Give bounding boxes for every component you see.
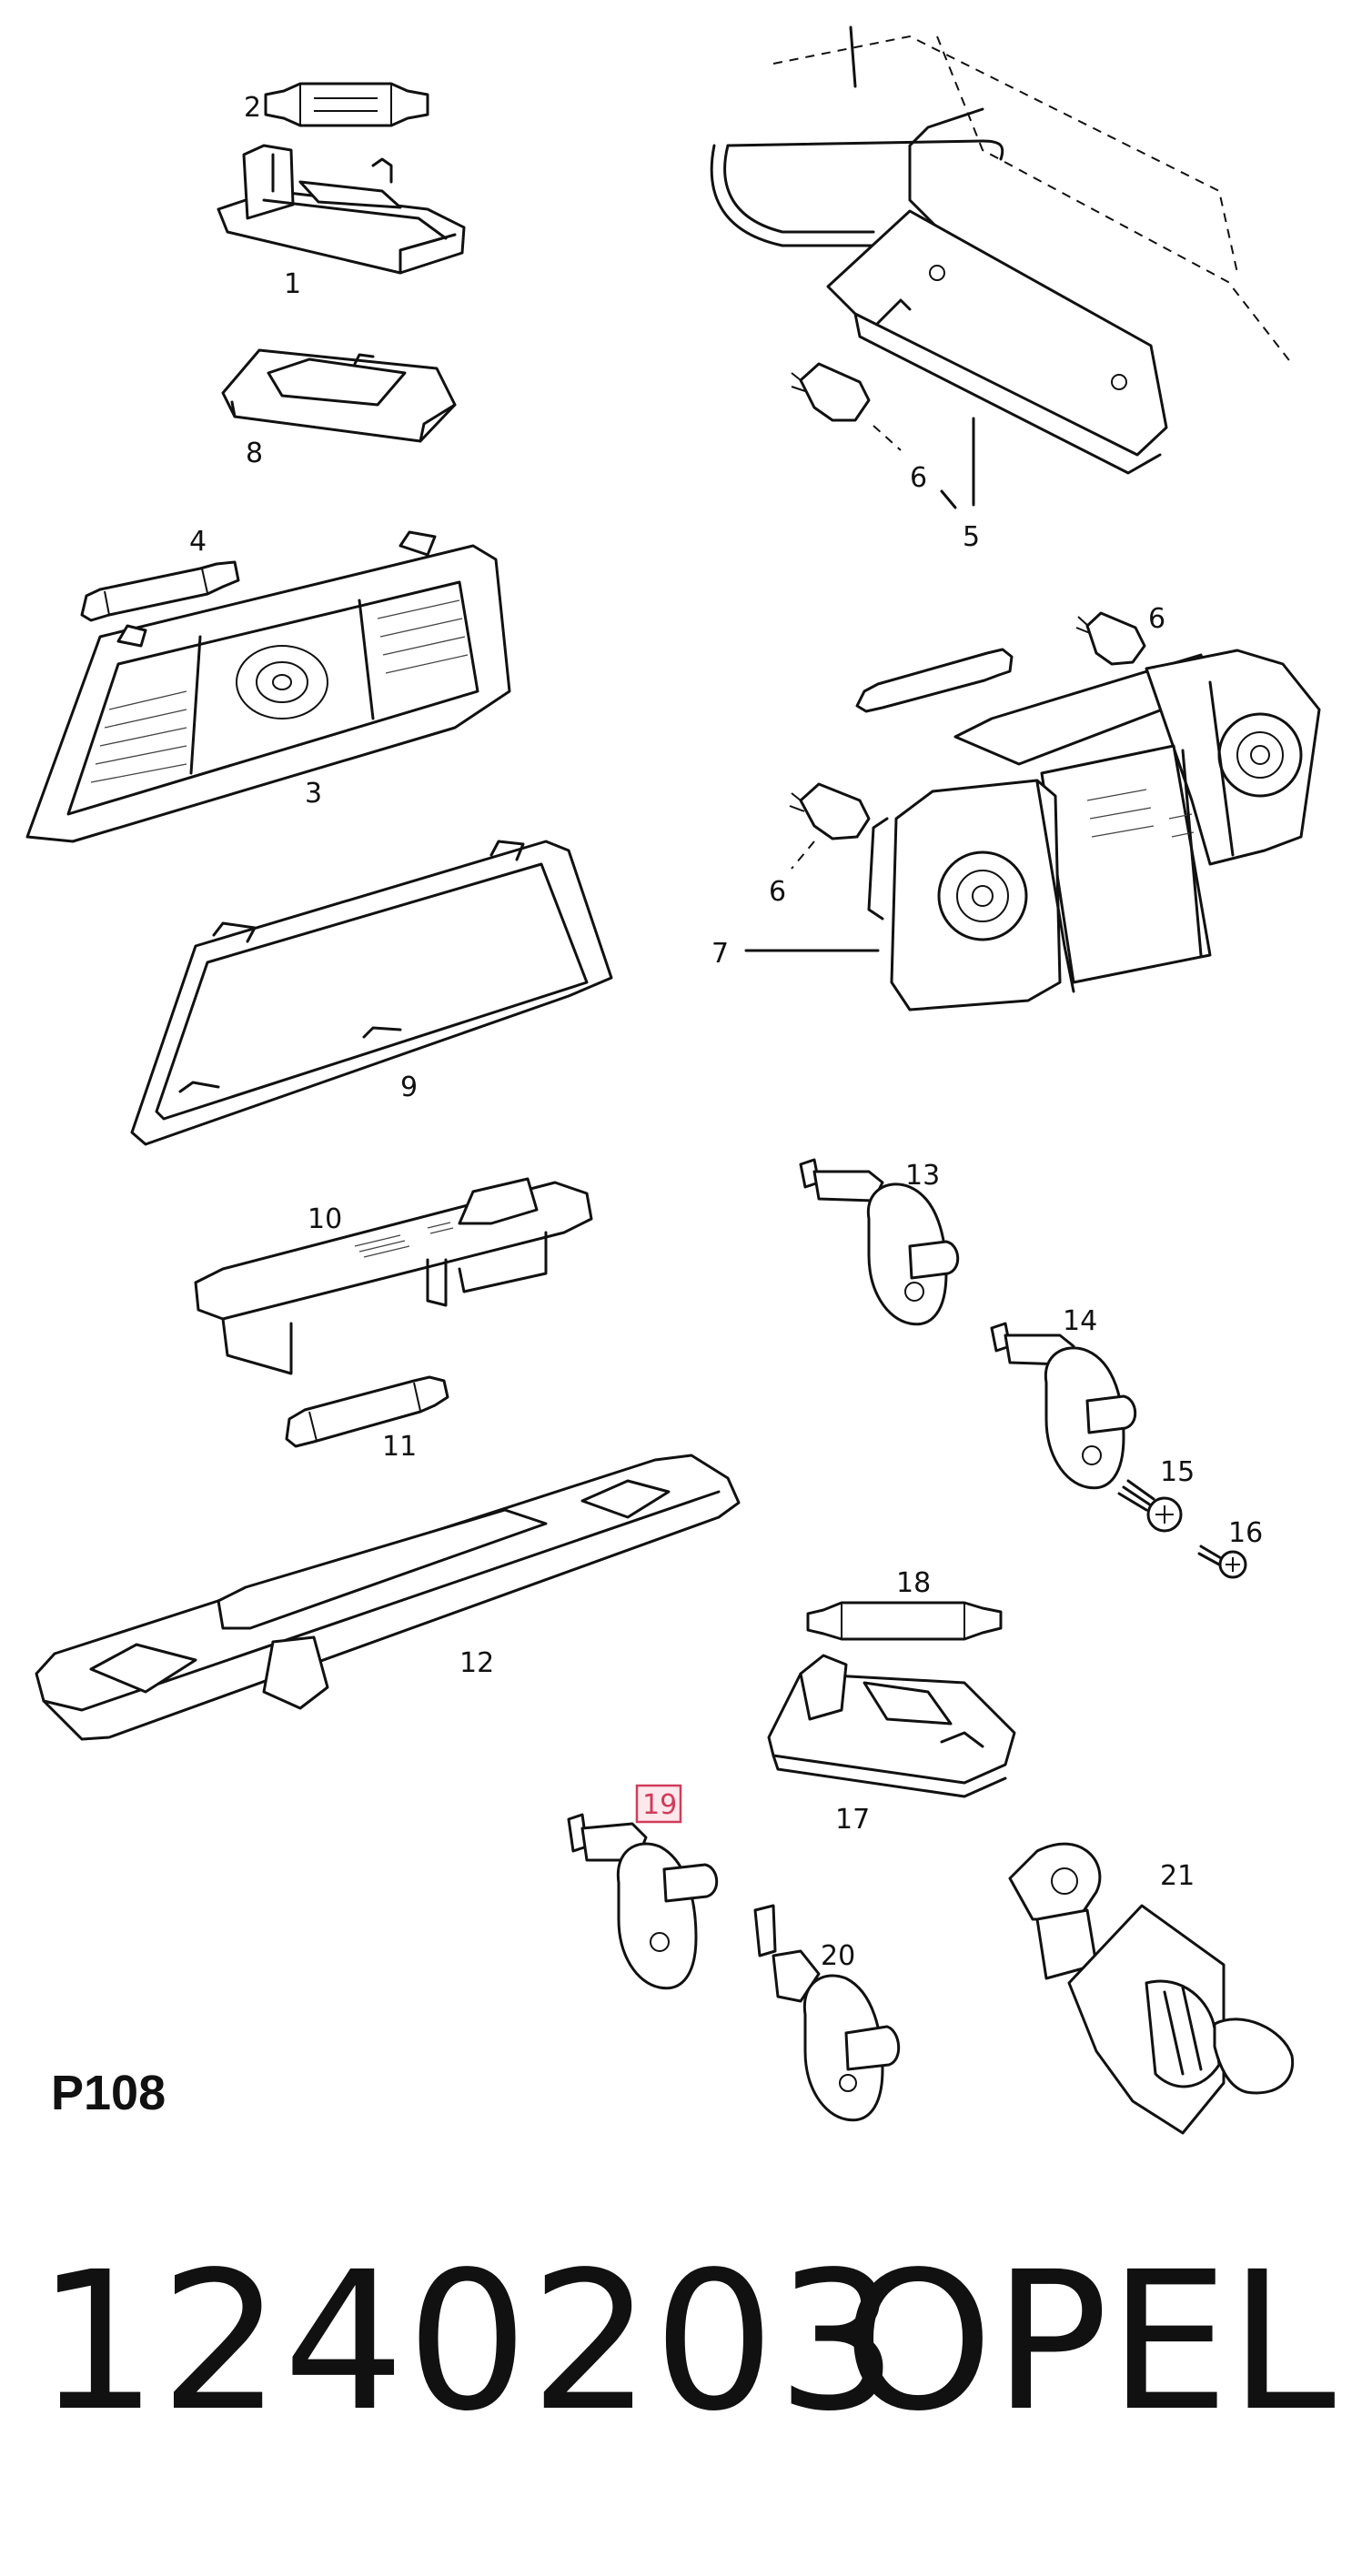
part-16-screw [1197,1545,1247,1579]
part-18-festoon-bulb [806,1601,1003,1641]
part-14-door-switch [990,1322,1137,1490]
callout-6-b: 6 [1148,603,1165,635]
callout-19-highlight [635,1784,682,1824]
exploded-parts-diagram: 2 1 8 4 3 9 10 11 12 6 5 6 6 7 13 14 15 … [25,25,1321,2135]
part-3-lamp-lens [25,530,511,843]
callout-17: 17 [835,1804,870,1836]
brand-name: OPEL [842,2230,1336,2453]
callout-6-c: 6 [769,876,786,908]
part-17-lamp-housing [767,1654,1016,1798]
part-20-door-switch [753,1904,901,2122]
part-4-festoon-bulb [80,560,240,622]
part-10-switch-panel [194,1177,593,1375]
part-15-screw [1117,1479,1183,1533]
part-2-festoon-bulb [264,82,429,127]
callout-8: 8 [246,438,263,469]
callout-21: 21 [1160,1860,1195,1892]
part-5-brake-lamp [710,25,1293,475]
callout-19: 19 [642,1789,677,1821]
callout-2: 2 [244,92,261,124]
callout-18: 18 [896,1567,931,1599]
part-21-plunger-switch [1008,1842,1295,2135]
callout-5: 5 [963,521,980,553]
callout-7: 7 [711,938,729,970]
callout-3: 3 [305,778,322,810]
callout-20: 20 [821,1940,855,1972]
part-number: 1240203 [36,2230,901,2453]
part-9-lens-frame [130,840,613,1146]
callout-11: 11 [382,1431,417,1463]
callout-10: 10 [308,1203,342,1235]
part-19-door-switch [567,1813,719,1990]
part-6-wedge-bulb-c [744,782,880,952]
part-7-lamp-assembly [855,648,1321,1011]
part-11-festoon-bulb [285,1375,449,1448]
part-6-wedge-bulb-b [1075,611,1146,666]
page-code: P108 [51,2066,166,2120]
part-1-lamp-housing [217,144,466,275]
callout-6-a: 6 [910,462,927,494]
callout-14: 14 [1063,1305,1097,1337]
callout-12: 12 [459,1647,494,1679]
callout-1: 1 [284,268,301,300]
callout-4: 4 [189,526,207,558]
callouts: 2 1 8 4 3 9 10 11 12 6 5 6 6 7 13 14 15 … [189,92,1263,1972]
callout-16: 16 [1228,1517,1263,1549]
part-12-luggage-lamp [35,1454,741,1741]
callout-9: 9 [400,1072,418,1103]
callout-13: 13 [905,1160,940,1192]
callout-15: 15 [1160,1456,1195,1488]
part-13-door-switch [799,1158,960,1326]
part-8-lens [221,348,457,443]
part-6-wedge-bulb-a [791,362,975,509]
